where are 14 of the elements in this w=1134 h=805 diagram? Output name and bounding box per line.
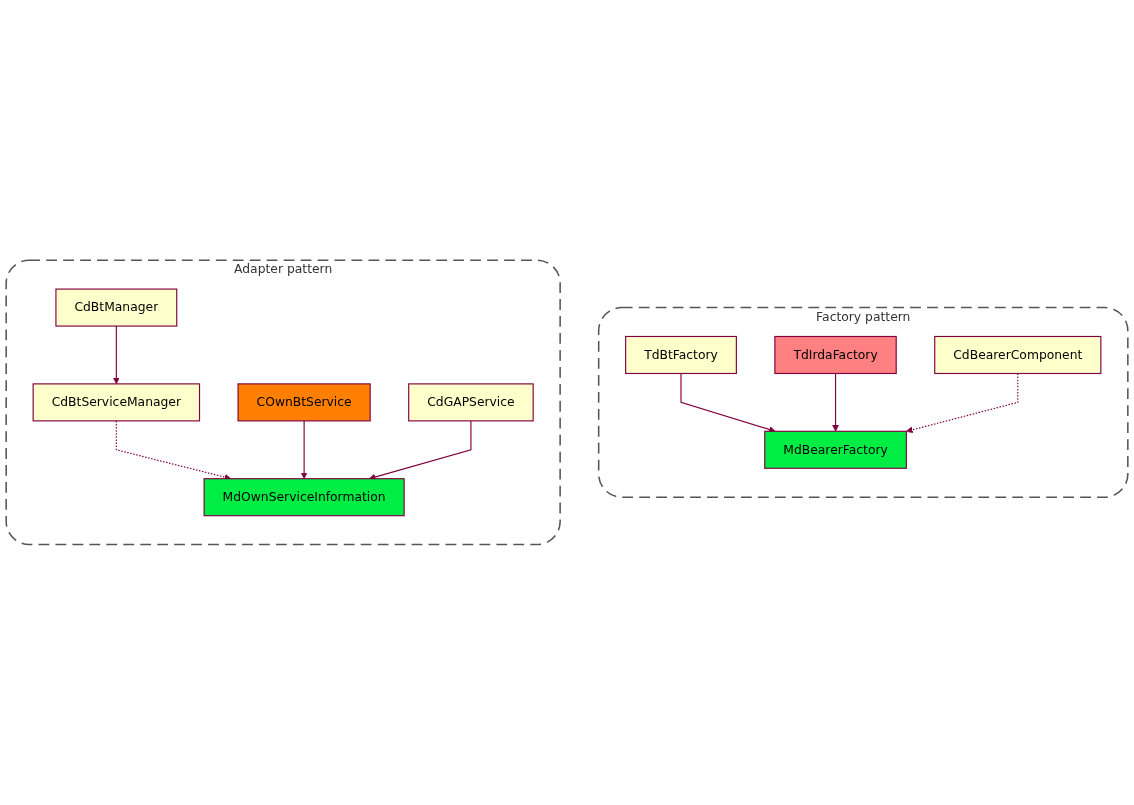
arrow [832,373,839,432]
arrow [680,373,776,433]
node-box: CdBearerComponent [934,336,1102,375]
node-box: CdBtServiceManager [32,383,201,422]
node-box: MdBearerFactory [764,430,907,469]
node-box: MdOwnServiceInformation [203,478,405,517]
node-box: COwnBtService [237,383,371,422]
arrow [112,325,120,385]
arrow [300,420,308,480]
node-box: TdIrdaFactory [774,336,897,375]
node-box: CdGAPService [408,383,534,422]
node-box: TdBtFactory [625,336,737,375]
node-box: CdBtManager [55,288,178,327]
arrow [906,373,1019,434]
